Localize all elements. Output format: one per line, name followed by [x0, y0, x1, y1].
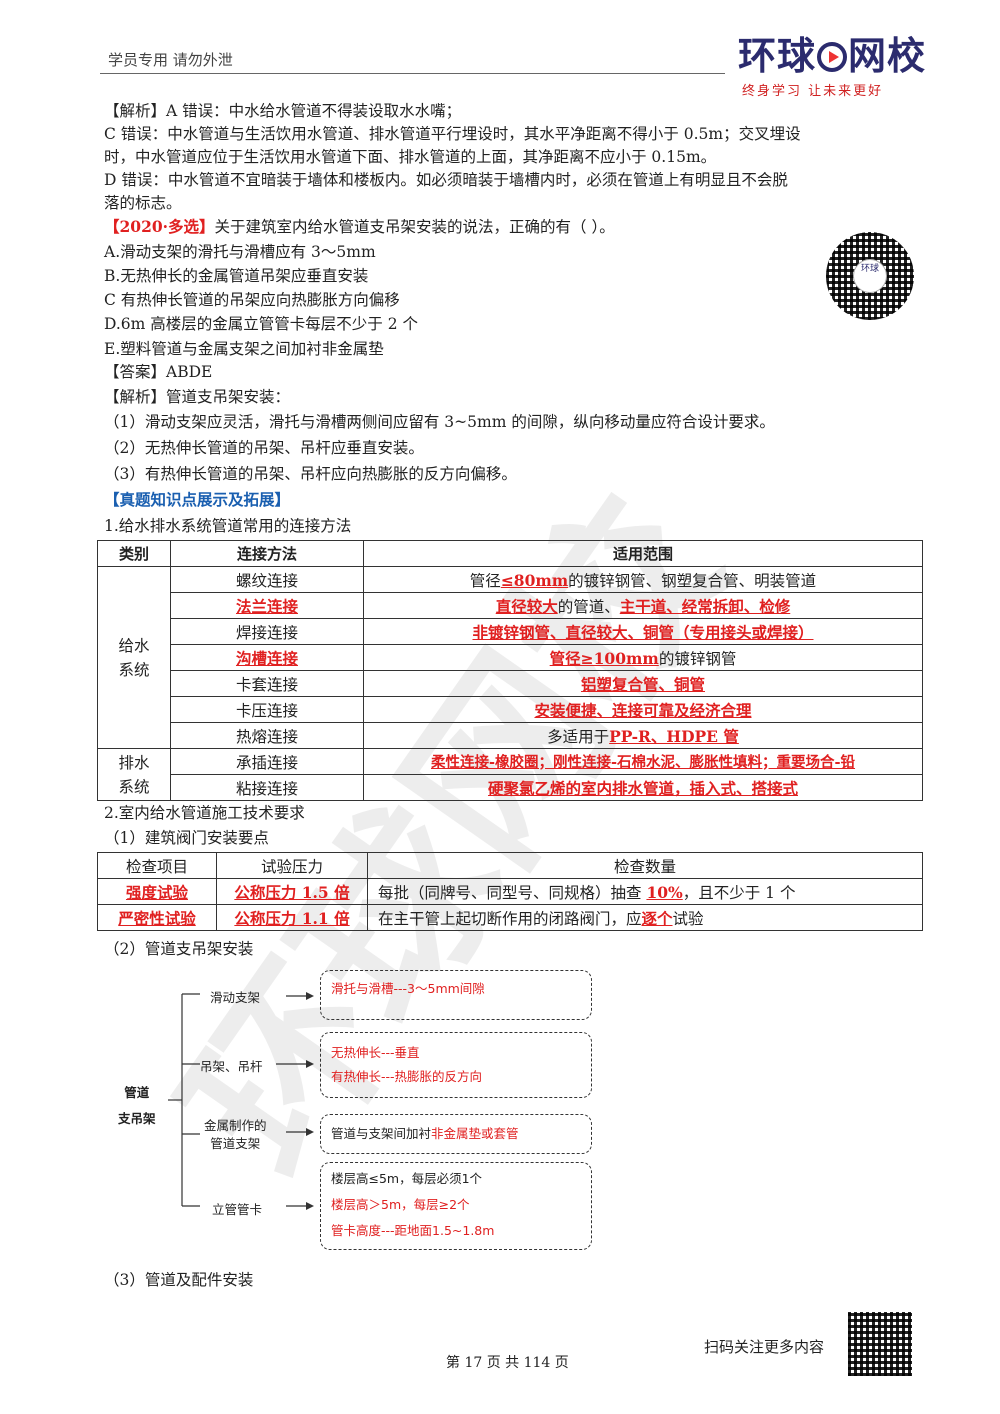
diagram-root: 管道支吊架 [118, 1085, 156, 1126]
scope-cell: 硬聚氯乙烯的室内排水管道，插入式、搭接式 [363, 774, 923, 801]
test-pressure: 公称压力 1.5 倍 [216, 878, 368, 905]
section-title: 【真题知识点展示及拓展】 [104, 491, 291, 509]
analysis-line: 落的标志。 [104, 194, 182, 212]
header-confidential-text: 学员专用 请勿外泄 [108, 51, 233, 69]
analysis-line: 时，中水管道应位于生活饮用水管道下面、排水管道的上面，其净距离不应小于 0.15… [104, 148, 717, 166]
category-cell: 排水系统 [97, 748, 171, 801]
diagram-box: 无热伸长---垂直有热伸长---热膨胀的反方向 [320, 1032, 592, 1098]
question-stem: 【2020·多选】关于建筑室内给水管道支吊架安装的说法，正确的有（ ）。 [104, 217, 615, 236]
diagram-box: 楼层高≤5m，每层必须1个楼层高＞5m，每层≥2个管卡高度---距地面1.5~1… [320, 1162, 592, 1250]
analysis-item: （3）有热伸长管道的吊架、吊杆应向热膨胀的反方向偏移。 [104, 465, 517, 483]
subsection-subtitle: （1）建筑阀门安装要点 [104, 829, 269, 847]
analysis-title: 【解析】管道支吊架安装： [104, 388, 291, 406]
inspection-item: 严密性试验 [97, 904, 217, 931]
subsection-subtitle: （3）管道及配件安装 [104, 1271, 254, 1289]
table-header: 试验压力 [216, 852, 368, 879]
scope-cell: 非镀锌钢管、直径较大、铜管（专用接头或焊接） [363, 618, 923, 645]
analysis-item: （1）滑动支架应灵活，滑托与滑槽两侧间应留有 3~5mm 的间隙，纵向移动量应符… [104, 413, 775, 431]
method-cell: 螺纹连接 [170, 566, 364, 593]
table-header: 检查数量 [367, 852, 923, 879]
diagram-box: 滑托与滑槽---3～5mm间隙 [320, 970, 592, 1020]
inspection-quantity: 在主干管上起切断作用的闭路阀门，应逐个试验 [367, 904, 923, 931]
test-pressure: 公称压力 1.1 倍 [216, 904, 368, 931]
brand-slogan: 终身学习 让未来更好 [742, 84, 884, 99]
connection-methods-table: 类别 连接方法 适用范围 给水系统 螺纹连接 管径≤80mm的镀锌钢管、钢塑复合… [97, 540, 923, 801]
inspection-item: 强度试验 [97, 878, 217, 905]
option-a: A.滑动支架的滑托与滑槽应有 3～5mm [104, 243, 376, 261]
scope-cell: 铝塑复合管、铜管 [363, 670, 923, 697]
scope-cell: 管径≤80mm的镀锌钢管、钢塑复合管、明装管道 [363, 566, 923, 593]
subsection-title: 1.给水排水系统管道常用的连接方法 [104, 517, 352, 535]
subsection-subtitle: （2）管道支吊架安装 [104, 940, 254, 958]
table-header: 类别 [97, 540, 171, 567]
method-cell: 卡压连接 [170, 696, 364, 723]
method-cell: 焊接连接 [170, 618, 364, 645]
play-circle-icon [817, 42, 848, 72]
subsection-title: 2.室内给水管道施工技术要求 [104, 804, 305, 822]
diagram-node: 滑动支架 [210, 990, 261, 1005]
analysis-line: D 错误：中水管道不宜暗装于墙体和楼板内。如必须暗装于墙槽内时，必须在管道上有明… [104, 171, 788, 189]
method-cell: 粘接连接 [170, 774, 364, 801]
diagram-node: 吊架、吊杆 [200, 1059, 263, 1074]
analysis-line: C 错误：中水管道与生活饮用水管道、排水管道平行埋设时，其水平净距离不得小于 0… [104, 125, 801, 143]
method-cell: 卡套连接 [170, 670, 364, 697]
inspection-quantity: 每批（同牌号、同型号、同规格）抽查 10%，且不少于 1 个 [367, 878, 923, 905]
method-cell: 法兰连接 [170, 592, 364, 619]
scope-cell: 安装便捷、连接可靠及经济合理 [363, 696, 923, 723]
scope-cell: 管径≥100mm的镀锌钢管 [363, 644, 923, 671]
diagram-box: 管道与支架间加衬非金属垫或套管 [320, 1114, 592, 1154]
option-c: C 有热伸长管道的吊架应向热膨胀方向偏移 [104, 291, 400, 309]
scope-cell: 直径较大的管道、主干道、经常拆卸、检修 [363, 592, 923, 619]
question-tag: 【2020·多选】 [104, 217, 215, 236]
option-b: B.无热伸长的金属管道吊架应垂直安装 [104, 267, 369, 285]
category-cell: 给水系统 [97, 566, 171, 749]
method-cell: 承插连接 [170, 748, 364, 775]
method-cell: 热熔连接 [170, 722, 364, 749]
header-rule [100, 73, 725, 74]
answer: 【答案】ABDE [104, 363, 213, 381]
brand-logo: 环球网校 [738, 34, 927, 78]
follow-qr-code [848, 1312, 912, 1376]
qr-center-logo: 环球 [853, 259, 887, 293]
scope-cell: 多适用于PP-R、HDPE 管 [363, 722, 923, 749]
scope-cell: 柔性连接-橡胶圈；刚性连接-石棉水泥、膨胀性填料；重要场合-铅 [363, 748, 923, 775]
scan-prompt: 扫码关注更多内容 [704, 1338, 825, 1356]
valve-inspection-table: 检查项目 试验压力 检查数量 强度试验 公称压力 1.5 倍 每批（同牌号、同型… [97, 852, 923, 931]
option-e: E.塑料管道与金属支架之间加衬非金属垫 [104, 340, 384, 358]
analysis-item: （2）无热伸长管道的吊架、吊杆应垂直安装。 [104, 439, 424, 457]
page-number: 第 17 页 共 114 页 [446, 1355, 569, 1371]
analysis-line: 【解析】A 错误：中水给水管道不得装设取水水嘴； [104, 102, 462, 120]
option-d: D.6m 高楼层的金属立管管卡每层不少于 2 个 [104, 315, 419, 333]
method-cell: 沟槽连接 [170, 644, 364, 671]
table-header: 连接方法 [170, 540, 364, 567]
table-header: 适用范围 [363, 540, 923, 567]
table-header: 检查项目 [97, 852, 217, 879]
support-tree-diagram [168, 992, 314, 1210]
diagram-node: 立管管卡 [212, 1202, 263, 1217]
diagram-node: 金属制作的管道支架 [204, 1118, 267, 1151]
